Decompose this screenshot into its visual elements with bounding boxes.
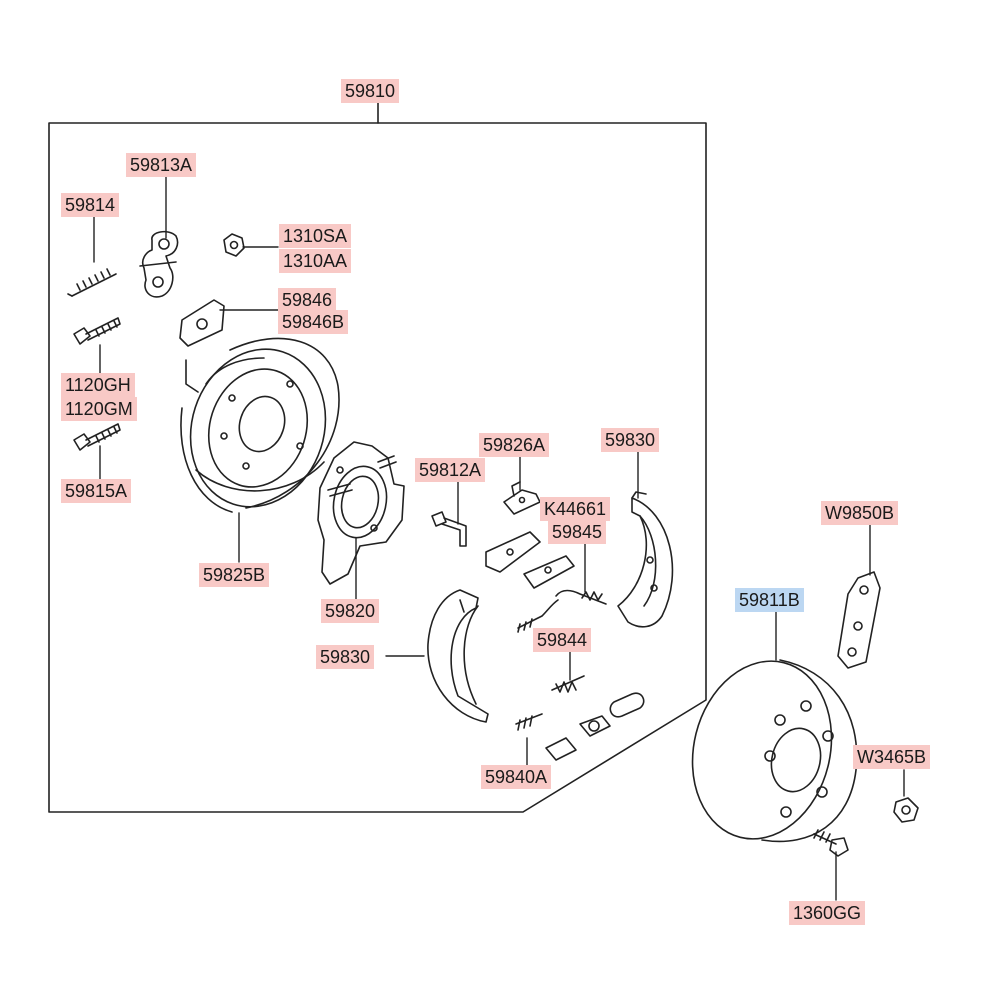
return-springs bbox=[517, 589, 607, 693]
label-59810[interactable]: 59810 bbox=[341, 79, 400, 103]
adjuster-assembly bbox=[515, 692, 645, 761]
drum-nut-part bbox=[893, 797, 919, 823]
lever-part bbox=[503, 481, 541, 515]
label-59840a[interactable]: 59840A bbox=[481, 765, 552, 789]
brake-drum-part bbox=[691, 659, 858, 843]
label-1120gh[interactable]: 1120GH bbox=[61, 373, 135, 397]
label-1310sa[interactable]: 1310SA bbox=[279, 224, 352, 248]
label-w9850b[interactable]: W9850B bbox=[821, 501, 899, 525]
spring-pin-part bbox=[67, 268, 117, 297]
label-59846b[interactable]: 59846B bbox=[278, 310, 349, 334]
label-1310aa[interactable]: 1310AA bbox=[279, 249, 352, 273]
label-k44661[interactable]: K44661 bbox=[540, 497, 611, 521]
label-59815a[interactable]: 59815A bbox=[61, 479, 132, 503]
bracket-part bbox=[317, 441, 405, 585]
label-1360gg[interactable]: 1360GG bbox=[789, 901, 866, 925]
label-59846[interactable]: 59846 bbox=[278, 288, 337, 312]
label-59825b[interactable]: 59825B bbox=[199, 563, 270, 587]
brake-shoe-left-part bbox=[427, 589, 489, 723]
drum-bolt-part bbox=[813, 829, 849, 857]
drum-bracket-part bbox=[837, 571, 881, 669]
brake-shoe-right-part bbox=[617, 491, 674, 628]
label-1120gm[interactable]: 1120GM bbox=[61, 397, 137, 421]
nut-part bbox=[223, 233, 245, 257]
label-59811b[interactable]: 59811B bbox=[735, 588, 804, 612]
lever-pin-part bbox=[431, 511, 467, 547]
label-59814[interactable]: 59814 bbox=[61, 193, 120, 217]
assembly-frame bbox=[48, 102, 707, 813]
label-59826a[interactable]: 59826A bbox=[479, 433, 550, 457]
label-59830-right[interactable]: 59830 bbox=[601, 428, 660, 452]
label-59845[interactable]: 59845 bbox=[548, 520, 607, 544]
leader-lines bbox=[93, 174, 905, 901]
label-59812a[interactable]: 59812A bbox=[415, 458, 486, 482]
label-59820[interactable]: 59820 bbox=[321, 599, 380, 623]
label-59844[interactable]: 59844 bbox=[533, 628, 592, 652]
small-plate-part bbox=[179, 299, 225, 347]
backing-plate-part bbox=[180, 337, 340, 513]
label-59813a[interactable]: 59813A bbox=[126, 153, 197, 177]
bolt-upper-part bbox=[73, 317, 121, 345]
bolt-lower-part bbox=[73, 423, 121, 451]
label-59830-left[interactable]: 59830 bbox=[316, 645, 375, 669]
adjuster-plates bbox=[485, 531, 575, 589]
label-w3465b[interactable]: W3465B bbox=[853, 745, 931, 769]
cable-clip-part bbox=[139, 230, 179, 298]
